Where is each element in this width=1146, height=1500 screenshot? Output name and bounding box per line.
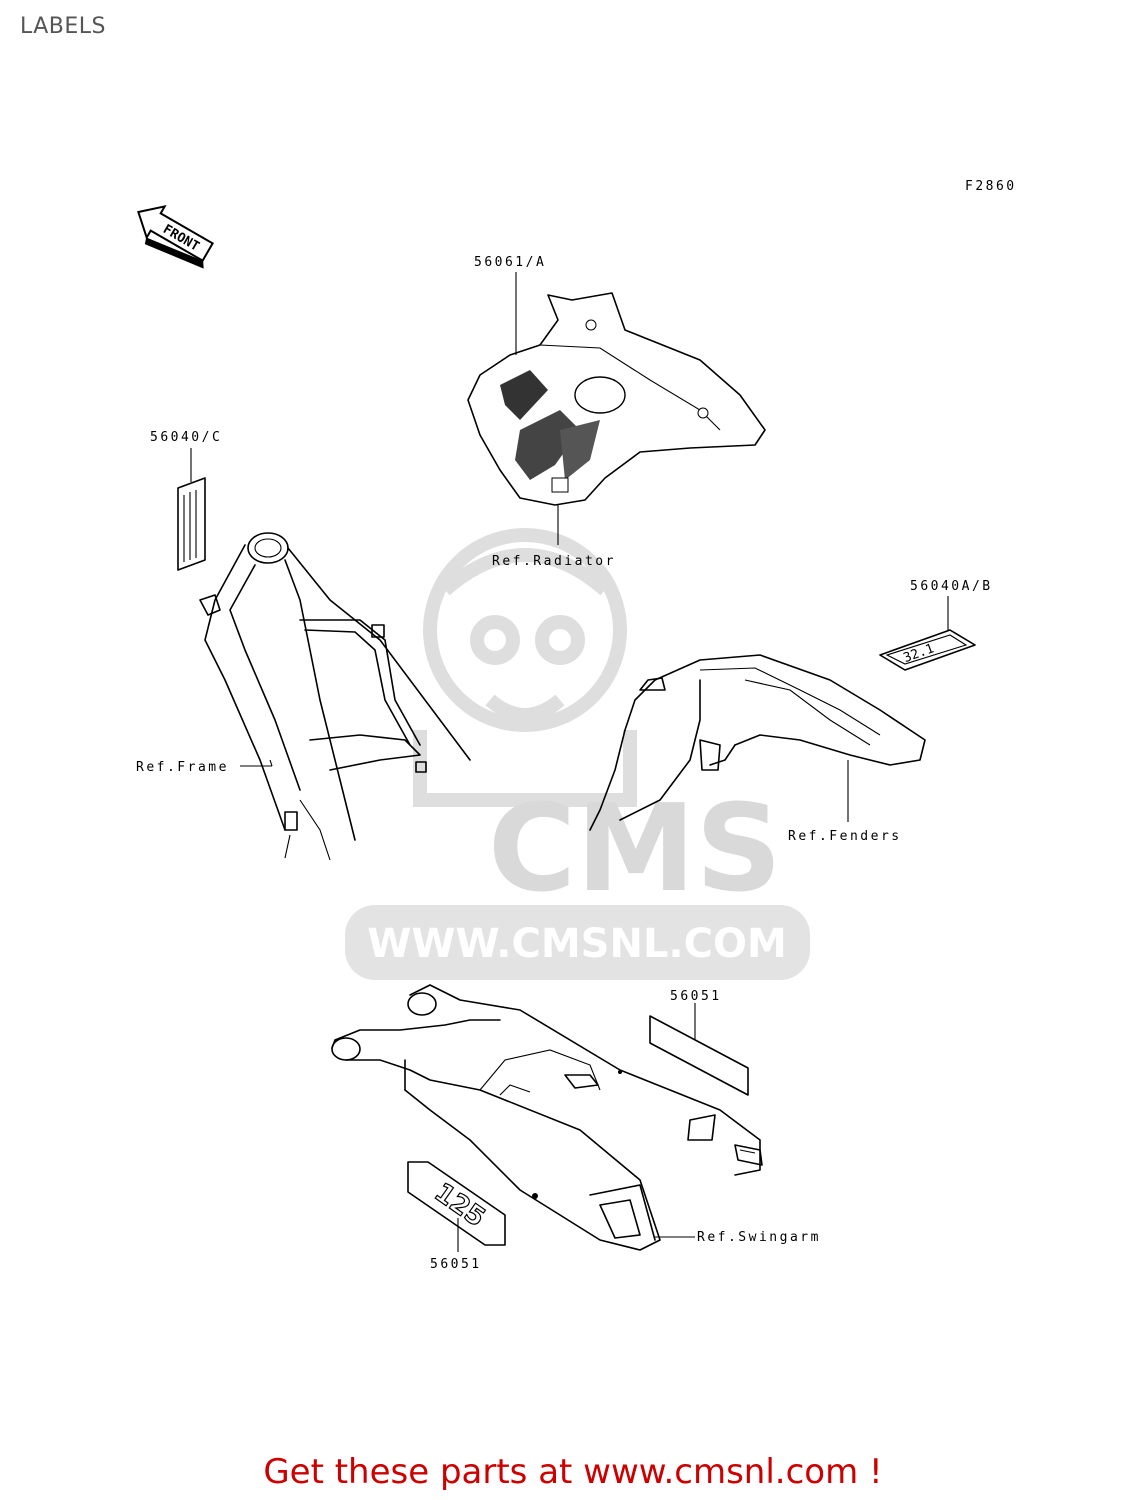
callout-ref-fenders: Ref.Fenders — [788, 829, 902, 844]
watermark-brand: CMS — [488, 780, 782, 919]
callout-56061a: 56061/A — [474, 255, 546, 270]
get-parts-link[interactable]: Get these parts at www.cmsnl.com ! — [263, 1452, 883, 1492]
callout-ref-frame: Ref.Frame — [136, 760, 229, 775]
callout-56040ab: 56040A/B — [910, 579, 993, 594]
frame-diagram — [199, 532, 471, 861]
watermark-url: WWW.CMSNL.COM — [367, 921, 787, 967]
swingarm — [331, 984, 763, 1251]
callout-56051-top: 56051 — [670, 989, 722, 1004]
front-arrow-icon: FRONT — [137, 204, 215, 269]
cms-watermark: CMS WWW.CMSNL.COM — [345, 528, 810, 980]
callout-56040c: 56040/C — [150, 430, 222, 445]
radiator-shroud-decal — [467, 292, 766, 506]
rear-fender — [589, 654, 926, 831]
watermark-mascot-icon — [413, 528, 637, 807]
callout-56051-bottom: 56051 — [430, 1257, 482, 1272]
callout-ref-radiator: Ref.Radiator — [492, 554, 616, 569]
page-title: LABELS — [20, 14, 107, 39]
callout-ref-swingarm: Ref.Swingarm — [697, 1230, 821, 1245]
decal-56051-top — [649, 1015, 749, 1096]
decal-56040c — [177, 477, 206, 571]
figure-code: F2860 — [965, 179, 1017, 194]
decal-56051-bottom: 125 — [407, 1161, 506, 1246]
watermark-banner — [345, 905, 810, 980]
decal-56040ab: 32.1 — [879, 629, 976, 671]
decal-56051-bottom-text: 125 — [429, 1178, 491, 1234]
